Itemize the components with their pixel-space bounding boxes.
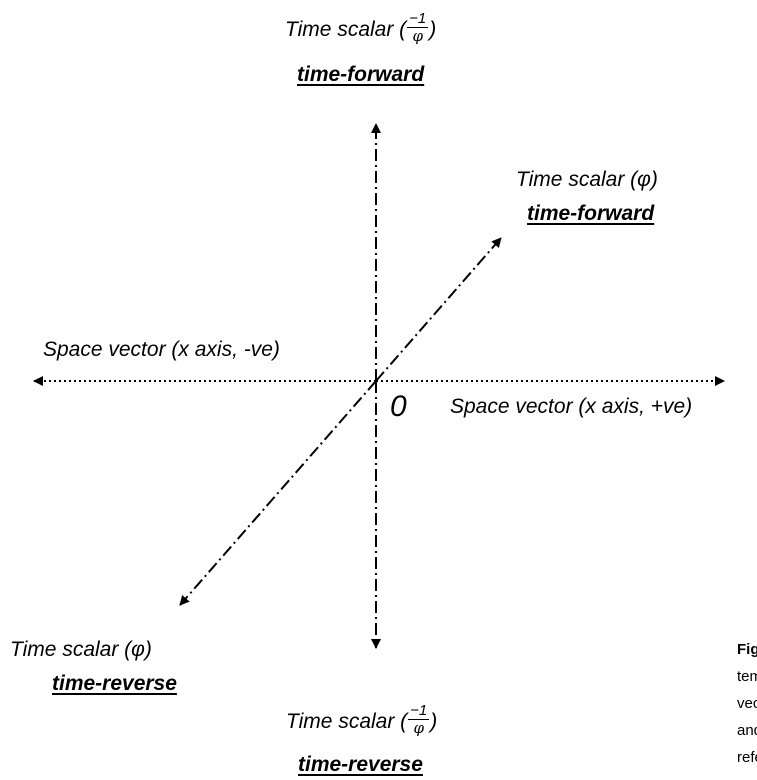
top-direction-label: time-forward [297, 63, 425, 86]
upper-right-time-scalar-label: Time scalar (φ) [516, 168, 658, 191]
space-positive-label: Space vector (x axis, +ve) [450, 395, 693, 418]
time-axis-reverse-diagonal [179, 380, 377, 606]
caption-line: Figur [737, 641, 757, 658]
time-axis-forward-diagonal [375, 237, 502, 382]
caption-line: vecto [737, 695, 757, 712]
figure-caption: Figur temp vecto and - refere [737, 636, 757, 771]
caption-line: temp [737, 668, 757, 685]
space-negative-label: Space vector (x axis, -ve) [43, 338, 280, 361]
lower-left-time-scalar-label: Time scalar (φ) [10, 638, 152, 661]
upper-right-direction-label: time-forward [527, 202, 655, 225]
caption-line: and - [737, 722, 757, 739]
caption-line: refere [737, 749, 757, 766]
origin-label: 0 [390, 390, 407, 423]
bottom-direction-label: time-reverse [298, 753, 423, 776]
lower-left-direction-label: time-reverse [52, 672, 177, 695]
